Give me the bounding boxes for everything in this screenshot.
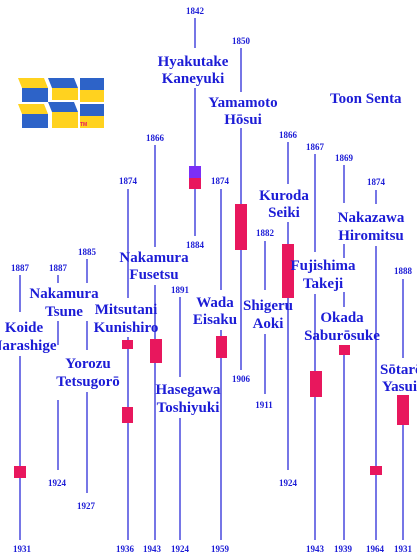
death-year: 1931 [394, 544, 413, 554]
artist-yamamoto: 1850 Yamamoto Hōsui 1906 [208, 36, 277, 384]
artist-wada: 1874 Wada Eisaku 1959 [193, 176, 237, 554]
birth-year: 1842 [186, 6, 205, 16]
life-marker [122, 407, 133, 423]
artist-nakazawa: 1874 Nakazawa Hiromitsu 1964 [338, 177, 405, 554]
artist-name-line1: Mitsutani [95, 302, 158, 318]
birth-year: 1850 [232, 36, 251, 46]
birth-year: 1874 [367, 177, 386, 187]
birth-year: 1866 [279, 130, 298, 140]
life-marker [189, 178, 201, 189]
artist-name-line2: Tetsugorō [56, 374, 120, 390]
artist-nakamura-tsune: 1887 Nakamura Tsune 1924 [29, 263, 99, 488]
artist-name-line1: Kuroda [259, 188, 309, 204]
artist-name-line2: Yasui [382, 379, 417, 395]
artist-name-line1: Wada [196, 295, 234, 311]
life-marker [216, 336, 227, 358]
artist-name-line1: Yamamoto [208, 95, 277, 111]
birth-year: 1869 [335, 153, 354, 163]
birth-year: 1887 [11, 263, 30, 273]
artist-name-line1: Hasegawa [156, 382, 221, 398]
death-year: 1943 [143, 544, 162, 554]
artist-name-line2: Aoki [253, 316, 284, 332]
artist-koide: 1887 Koide Narashige 1931 [0, 263, 57, 554]
artist-name-line1: Okada [320, 310, 364, 326]
death-year: 1964 [366, 544, 385, 554]
death-year: 1959 [211, 544, 230, 554]
death-year: 1936 [116, 544, 135, 554]
artist-hyakutake: 1842 Hyakutake Kaneyuki 1884 [158, 6, 229, 250]
artist-name-line1: Nakamura [119, 250, 189, 266]
life-marker [235, 204, 247, 250]
artist-name-line1: Sōtarō [380, 362, 417, 378]
birth-year: 1874 [119, 176, 138, 186]
artist-name-line2: Fusetsu [129, 267, 178, 283]
artist-sotaro: 1888 Sōtarō Yasui 1931 [380, 266, 417, 554]
birth-year: 1885 [78, 247, 97, 257]
artist-name-line1: Koide [5, 320, 44, 336]
artist-kuroda: 1866 Kuroda Seiki 1924 [259, 130, 309, 488]
life-marker [397, 395, 409, 425]
death-year: 1884 [186, 240, 205, 250]
birth-year: 1882 [256, 228, 275, 238]
artist-name-line1: Nakamura [29, 286, 99, 302]
artist-name-line2: Hiromitsu [338, 228, 404, 244]
artist-yorozu: 1885 Yorozu Tetsugorō 1927 [56, 247, 120, 511]
artist-name-line2: Kunishiro [94, 320, 159, 336]
artist-name-line2: Narashige [0, 338, 57, 354]
artist-name-line2: Toshiyuki [157, 400, 220, 416]
death-year: 1939 [334, 544, 353, 554]
death-year: 1924 [171, 544, 190, 554]
birth-year: 1867 [306, 142, 325, 152]
life-marker [339, 345, 350, 355]
birth-year: 1887 [49, 263, 68, 273]
artist-name-line2: Hōsui [224, 112, 262, 128]
death-year: 1924 [48, 478, 67, 488]
artist-name-line1: Fujishima [290, 258, 356, 274]
artist-name-line1: Hyakutake [158, 54, 229, 70]
death-year: 1911 [255, 400, 273, 410]
birth-year: 1891 [171, 285, 190, 295]
birth-year: 1866 [146, 133, 165, 143]
life-marker [370, 466, 382, 475]
artist-hasegawa: 1891 Hasegawa Toshiyuki 1924 [156, 285, 221, 554]
artist-name-line2: Tsune [45, 304, 83, 320]
artist-name-line2: Saburōsuke [304, 328, 380, 344]
artist-mitsutani: 1874 Mitsutani Kunishiro 1936 [94, 176, 159, 554]
life-marker [310, 371, 322, 397]
logo-icon: TM [18, 78, 104, 128]
life-marker [150, 339, 162, 363]
life-marker [14, 466, 26, 478]
artist-okada: 1869 Okada Saburōsuke 1939 [304, 153, 380, 554]
artist-name-line2: Takeji [303, 276, 343, 292]
death-year: 1931 [13, 544, 32, 554]
birth-year: 1888 [394, 266, 413, 276]
artist-name-line2: Kaneyuki [162, 71, 225, 87]
death-year: 1906 [232, 374, 251, 384]
logo-mark: TM [80, 122, 87, 128]
life-marker [189, 166, 201, 178]
artist-nakamura-fusetsu: 1866 Nakamura Fusetsu 1943 [119, 133, 189, 554]
death-year: 1943 [306, 544, 325, 554]
artist-name-line1: Shigeru [243, 298, 293, 314]
life-marker [282, 244, 294, 298]
artist-name-line2: Eisaku [193, 312, 237, 328]
artist-name-line1: Yorozu [65, 356, 111, 372]
diagram-title: Toon Senta [330, 91, 402, 107]
death-year: 1924 [279, 478, 298, 488]
artist-name-line1: Nakazawa [338, 210, 405, 226]
artist-fujishima: 1867 Fujishima Takeji 1943 [290, 142, 356, 554]
life-marker [122, 340, 133, 349]
birth-year: 1874 [211, 176, 230, 186]
death-year: 1927 [77, 501, 96, 511]
artist-name-line2: Seiki [268, 205, 300, 221]
artist-shigeru: 1882 Shigeru Aoki 1911 [243, 228, 293, 410]
